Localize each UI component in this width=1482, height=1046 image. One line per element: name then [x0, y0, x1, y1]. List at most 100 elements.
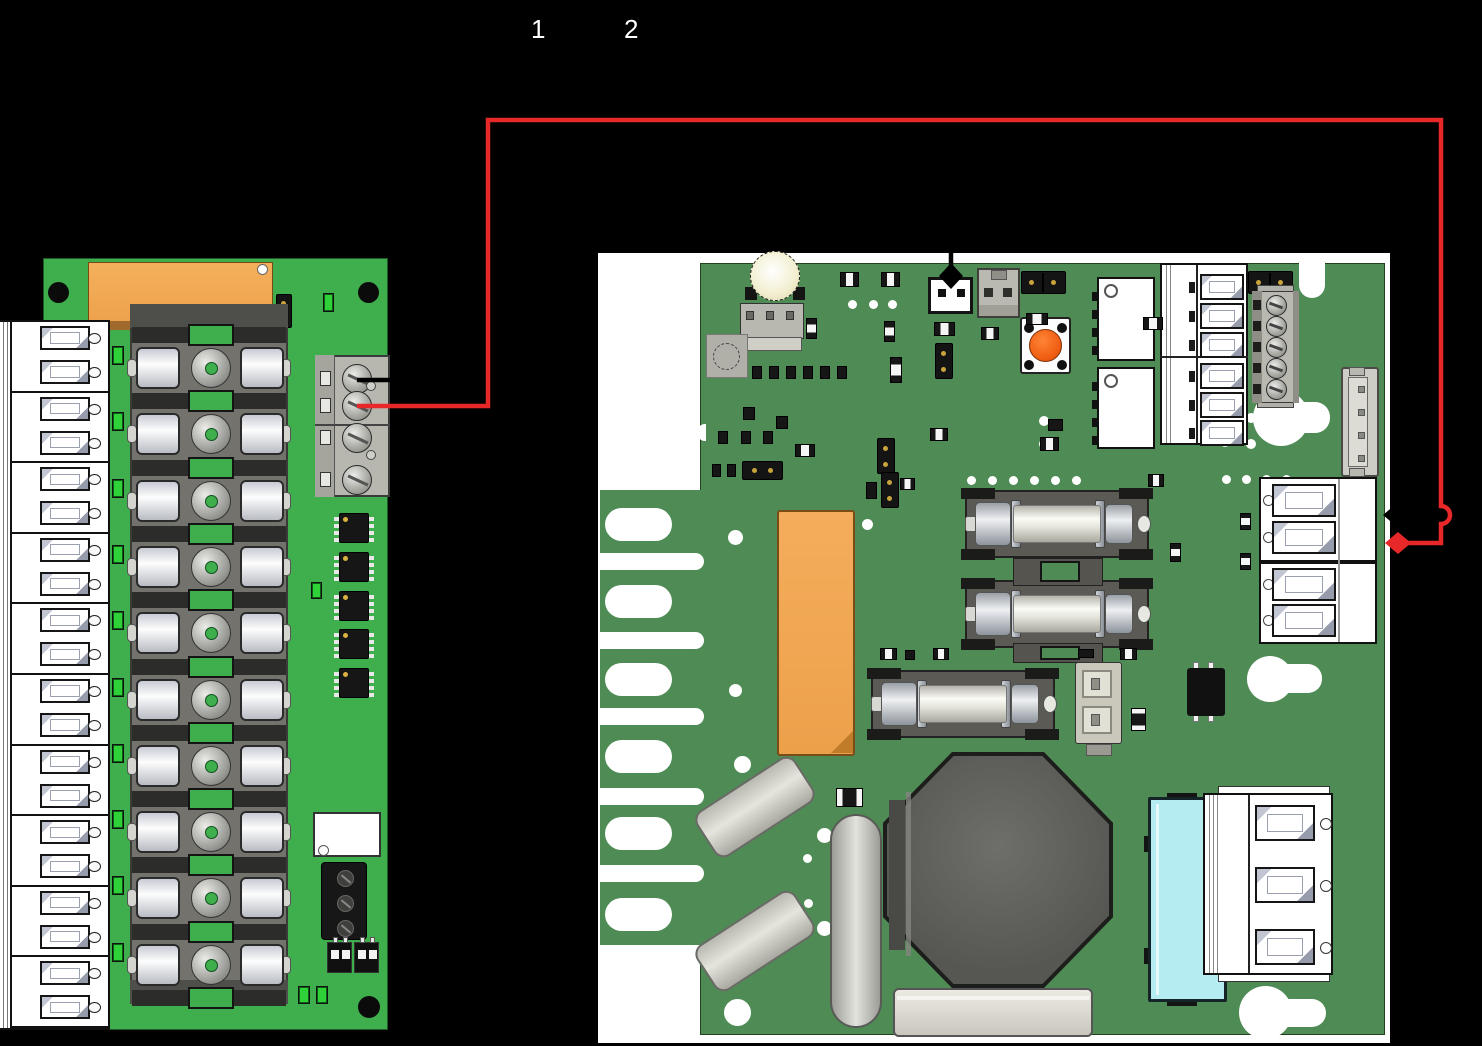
beige-connector-pin — [1091, 714, 1100, 726]
toroid-facet-line — [906, 792, 911, 956]
fuse-separator-window — [188, 390, 234, 413]
terminal-cell — [40, 642, 90, 667]
bottom-terminal-left-rail — [1206, 795, 1220, 973]
chip-pin1-dot — [343, 555, 348, 561]
via-hole — [723, 998, 751, 1026]
fuse-cap — [1105, 504, 1133, 544]
terminal6-divider — [1196, 265, 1198, 443]
terminal6-pin — [1189, 400, 1195, 411]
pill-slot-cutout — [605, 817, 672, 850]
terminal-cell — [40, 820, 90, 845]
jumper-pin-dot — [1051, 280, 1056, 285]
jumper-pin-dot — [1029, 280, 1034, 285]
fuse-ring-center — [205, 494, 218, 508]
channel-led — [113, 545, 123, 563]
jumper-2pin — [935, 343, 953, 379]
fuse-bracket-corner — [961, 578, 995, 589]
terminal-screw-hole — [88, 474, 101, 486]
terminal6-pin — [1189, 311, 1195, 322]
fuse-clip — [240, 347, 284, 389]
fuse-clip — [240, 811, 284, 854]
fuse-clip — [136, 744, 180, 787]
pill-slot-cutout — [605, 898, 672, 931]
fuse-bracket-corner — [1119, 578, 1153, 589]
pill-slot-cutout — [605, 740, 672, 773]
terminal-cell — [1272, 604, 1336, 637]
power-terminal-window — [320, 398, 331, 413]
smd-resistor — [881, 272, 900, 287]
terminal-cell — [1200, 363, 1244, 389]
edge-slot-cutout — [600, 553, 704, 570]
beige-connector-foot — [1086, 744, 1112, 756]
connector-4pin-tab — [1349, 367, 1365, 376]
fuse-clip — [136, 877, 180, 920]
terminal-cell — [40, 430, 90, 455]
fuse-end-nub — [1043, 695, 1057, 713]
beige-connector-pin — [1091, 678, 1100, 690]
terminal-screw-hole — [88, 508, 101, 520]
via-hole — [861, 518, 873, 530]
terminal-cell — [1200, 303, 1244, 329]
relay-corner-circle — [1104, 374, 1118, 388]
terminal-group-divider — [12, 461, 108, 464]
terminal-cell-center — [50, 719, 80, 731]
channel-led — [113, 413, 123, 431]
chip-pin — [334, 531, 339, 535]
terminal6-pin — [1189, 282, 1195, 293]
bottom-terminal-hole — [1320, 818, 1332, 830]
pill-slot-cutout — [605, 585, 672, 618]
fuse-clip — [240, 479, 284, 522]
terminal-cell — [1255, 867, 1315, 903]
mount-plate-circle — [713, 343, 740, 370]
via-hole — [802, 853, 812, 863]
fuse-separator-window — [188, 920, 234, 943]
terminal-indent — [366, 450, 376, 460]
connector-4pin-inner — [1348, 377, 1368, 467]
smd-chip — [763, 431, 773, 444]
soic-chip — [339, 629, 369, 660]
terminal-group-divider — [12, 673, 108, 675]
aux-connector-tab — [991, 270, 1007, 280]
terminal-cell-center — [1209, 338, 1235, 352]
relay-pin — [1092, 310, 1098, 319]
fuse-ring-center — [205, 958, 218, 972]
fuse-separator-window — [188, 987, 234, 1009]
screw-strip-right-rail — [1293, 291, 1299, 403]
jumper-divider — [1269, 273, 1271, 292]
black-wire-arrow-down-icon — [939, 263, 963, 289]
connector-pin-stub — [370, 937, 375, 943]
terminal-screw-hole — [88, 756, 101, 768]
chip-pin — [369, 576, 374, 581]
aux-connector-base — [979, 305, 1018, 316]
fuse-bracket-corner — [867, 729, 901, 740]
smd-chip — [712, 464, 721, 477]
pushbutton-corner-pin — [1024, 323, 1034, 333]
strip-screw — [1266, 295, 1287, 316]
heatsink-highlight — [897, 996, 1089, 1000]
chip-pin — [334, 654, 339, 659]
terminal-screw-hole — [88, 615, 101, 627]
fuse-glass-body — [1013, 595, 1101, 633]
smd-chip — [1048, 419, 1063, 431]
chip-pin — [369, 672, 374, 677]
smd-chip — [743, 407, 755, 420]
pushbutton-corner-pin — [1057, 323, 1067, 333]
terminal-cell — [40, 679, 90, 703]
chip-pin — [334, 679, 339, 684]
via-hole — [987, 475, 997, 485]
fuse-separator-window — [188, 655, 234, 678]
film-component — [777, 510, 855, 756]
via-hole — [1039, 416, 1049, 426]
terminal6-left-rail — [1163, 265, 1171, 443]
fuse-clip — [136, 347, 180, 389]
chip-pin — [369, 569, 374, 574]
fuse-separator-window — [188, 854, 234, 877]
smd-resistor — [900, 478, 915, 490]
fuse-clip — [136, 678, 180, 721]
chip-pin — [369, 594, 374, 599]
terminal-group-divider — [12, 814, 108, 817]
strip-screw — [1266, 379, 1287, 400]
channel-led — [113, 744, 123, 762]
chip-pin — [369, 647, 374, 652]
